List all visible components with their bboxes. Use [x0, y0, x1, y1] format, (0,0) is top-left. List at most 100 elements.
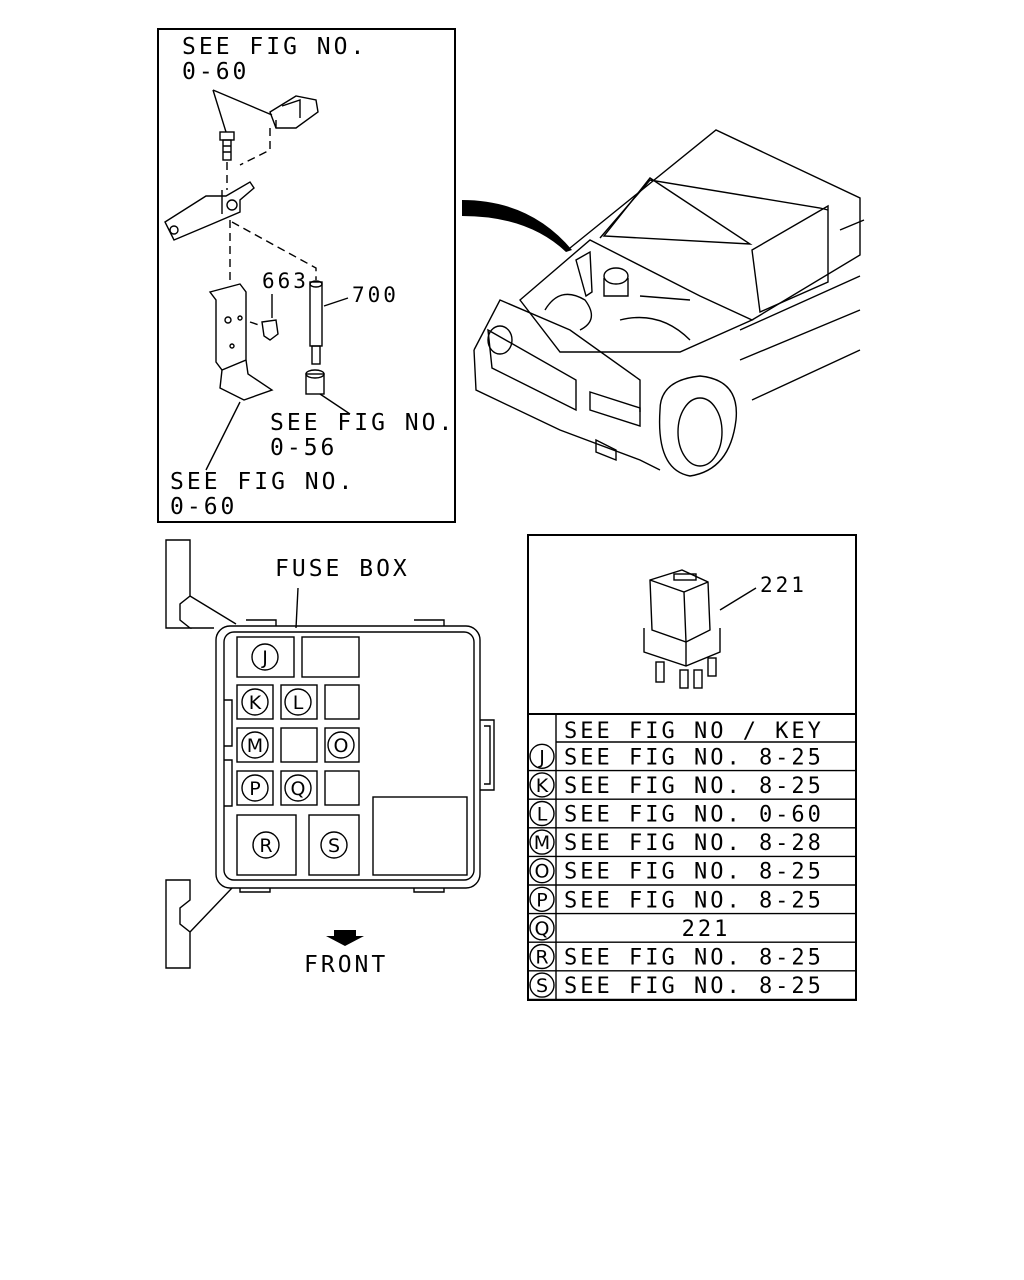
fuse-cell-m	[236, 727, 274, 763]
svg-text:Q: Q	[291, 778, 306, 800]
top-detail-panel: SEE FIG NO. 0-60 663	[157, 28, 456, 523]
truck-hood	[569, 129, 861, 321]
key-letter: P	[536, 889, 547, 911]
fuse-cell-q	[280, 770, 318, 806]
locator-arrow	[462, 200, 572, 252]
mount-strip-bottom	[165, 879, 191, 969]
fuse-cell-empty-3	[280, 727, 318, 763]
key-letter: M	[534, 832, 550, 854]
truck-headlight-left	[487, 325, 513, 355]
fuse-key-p: P	[241, 774, 269, 802]
upper-bracket	[164, 181, 255, 241]
ref-bottom-leader	[205, 401, 241, 471]
svg-text:K: K	[249, 692, 262, 714]
svg-text:R: R	[259, 835, 272, 857]
ref-top-line2: 0-60	[182, 59, 249, 85]
truck-grille	[487, 328, 577, 412]
part-700-leader	[323, 297, 349, 307]
key-circle	[529, 743, 555, 769]
ref-middle-line1: SEE FIG NO.	[270, 410, 455, 436]
fuse-cell-o	[324, 727, 360, 763]
key-letter: J	[538, 746, 545, 768]
fuse-cell-empty-4	[324, 770, 360, 806]
truck-side-body	[739, 275, 861, 401]
front-arrow-icon	[326, 930, 364, 946]
fuse-box-panel: FUSE BOX J K L M	[165, 539, 495, 978]
fuse-cell-j	[236, 636, 295, 678]
fuse-key-q: Q	[284, 774, 312, 802]
svg-text:O: O	[334, 735, 349, 757]
ref-top-leader	[212, 89, 273, 133]
fuse-cell-s	[308, 814, 360, 876]
key-letter: R	[535, 947, 548, 969]
key-reference: SEE FIG NO. 8-28	[564, 831, 824, 856]
fuse-cell-empty-2	[324, 684, 360, 720]
engine-bay-sensor	[575, 250, 593, 298]
sensor-rod-700	[309, 280, 323, 365]
key-reference: SEE FIG NO. 8-25	[564, 974, 824, 999]
key-circle	[529, 800, 555, 827]
ref-bottom-line2: 0-60	[170, 494, 237, 520]
fuse-cell-large	[372, 796, 468, 876]
svg-text:J: J	[261, 647, 268, 669]
key-circle	[529, 886, 555, 912]
lower-bracket	[208, 283, 274, 401]
fuse-key-s: S	[320, 831, 348, 859]
fuse-box-outer	[215, 625, 481, 889]
fuse-key-o: O	[327, 731, 355, 759]
sensor-connector	[269, 95, 319, 129]
truck-engine-bay	[519, 239, 754, 353]
truck-front-edge	[473, 299, 641, 412]
key-circle	[529, 915, 555, 941]
truck-front-wheel	[658, 375, 738, 477]
key-table-row: J SEE FIG NO. 8-25	[528, 743, 856, 772]
bolt	[219, 131, 235, 161]
truck-windshield	[602, 177, 753, 245]
fuse-cell-r	[236, 814, 297, 876]
fuse-key-k: K	[241, 688, 269, 716]
grommet-leader	[319, 393, 351, 415]
fuse-key-j: J	[251, 643, 279, 671]
key-circle	[529, 943, 555, 970]
sensor-dash	[231, 221, 317, 280]
key-circle	[529, 772, 555, 798]
relay-221-leader	[719, 587, 757, 611]
svg-text:S: S	[328, 835, 340, 857]
key-reference: SEE FIG NO. 8-25	[564, 745, 824, 770]
ref-top-line1: SEE FIG NO.	[182, 34, 367, 60]
truck-headlight-right	[589, 391, 641, 427]
relay-221	[643, 569, 721, 689]
front-label: FRONT	[304, 952, 388, 978]
connector-dash	[239, 128, 271, 166]
key-reference: SEE FIG NO. 0-60	[564, 803, 824, 828]
truck-side-window	[751, 204, 829, 314]
key-reference: SEE FIG NO. 8-25	[564, 888, 824, 913]
clip-663	[249, 319, 279, 341]
key-table-row: M SEE FIG NO. 8-28	[528, 829, 856, 858]
grommet	[305, 369, 325, 395]
key-reference: SEE FIG NO. 8-25	[564, 860, 824, 885]
fuse-box-inner	[223, 631, 475, 881]
mount-strip-top	[165, 539, 192, 629]
fuse-cell-p	[236, 770, 274, 806]
key-table-row: L SEE FIG NO. 0-60	[528, 800, 856, 829]
fuse-box-title-leader	[295, 587, 299, 629]
svg-text:M: M	[247, 735, 263, 757]
fuse-cell-l	[280, 684, 318, 720]
fuse-key-l: L	[284, 688, 312, 716]
fuse-box-title: FUSE BOX	[275, 556, 410, 582]
key-circle	[529, 972, 555, 998]
fuse-box-tab	[480, 719, 495, 791]
key-letter: K	[536, 775, 549, 797]
table-header: SEE FIG NO / KEY	[564, 719, 824, 744]
fuse-cell-empty-1	[301, 636, 360, 678]
key-circle	[529, 829, 555, 855]
key-letter: L	[537, 804, 548, 826]
key-circle	[529, 858, 555, 884]
part-663-label: 663	[262, 269, 309, 293]
